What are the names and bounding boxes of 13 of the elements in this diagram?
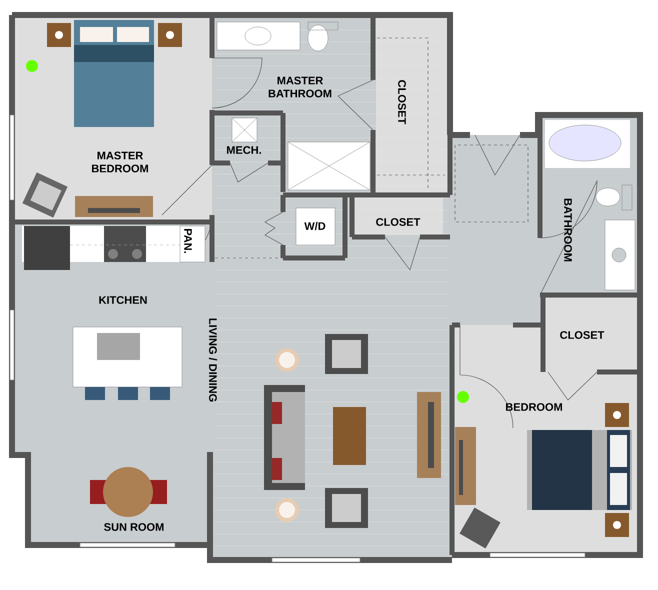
room-label: W/D bbox=[304, 222, 326, 230]
room-label: BATHROOM bbox=[564, 198, 572, 262]
room-label: PAN. bbox=[184, 229, 192, 253]
room-label: MASTER BEDROOM bbox=[92, 152, 148, 172]
room-label: MASTER BATHROOM bbox=[268, 76, 332, 98]
room-label: LIVING / DINING bbox=[208, 318, 218, 402]
room-label: BEDROOM bbox=[506, 403, 562, 411]
room-label: CLOSET bbox=[560, 331, 604, 339]
room-label: CLOSET bbox=[398, 80, 406, 124]
room-label: CLOSET bbox=[376, 218, 420, 226]
room-label: MECH. bbox=[227, 146, 261, 154]
room-label: SUN ROOM bbox=[104, 523, 164, 531]
room-label: KITCHEN bbox=[99, 296, 147, 304]
